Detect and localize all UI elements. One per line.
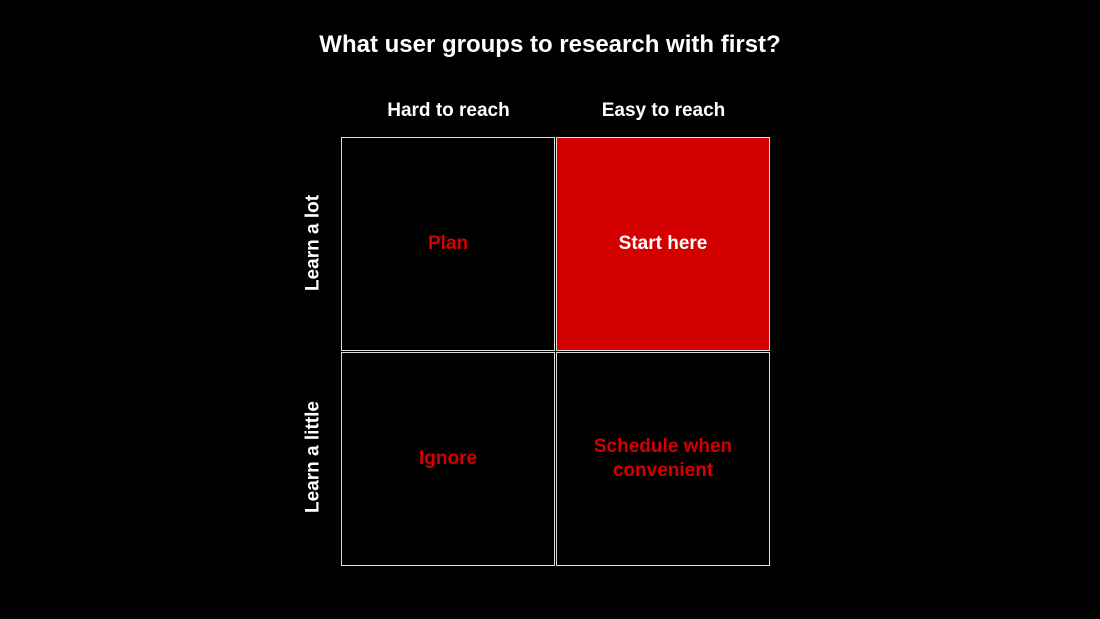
cell-label: Schedule when convenient	[593, 436, 733, 481]
quadrant-grid: Plan Start here Ignore Schedule when con…	[341, 137, 770, 566]
cell-label: Plan	[427, 233, 469, 254]
row-label-learn-a-lot: Learn a lot	[302, 194, 324, 292]
column-label-easy-to-reach: Easy to reach	[601, 100, 726, 121]
cell-label: Start here	[618, 233, 708, 254]
cell-start-here: Start here	[556, 137, 770, 351]
row-label-learn-a-little: Learn a little	[302, 401, 324, 513]
cell-label: Ignore	[418, 448, 478, 469]
column-label-hard-to-reach: Hard to reach	[387, 100, 510, 121]
diagram-title: What user groups to research with first?	[319, 31, 781, 58]
cell-ignore: Ignore	[341, 352, 555, 566]
cell-plan: Plan	[341, 137, 555, 351]
cell-schedule-when-convenient: Schedule when convenient	[556, 352, 770, 566]
